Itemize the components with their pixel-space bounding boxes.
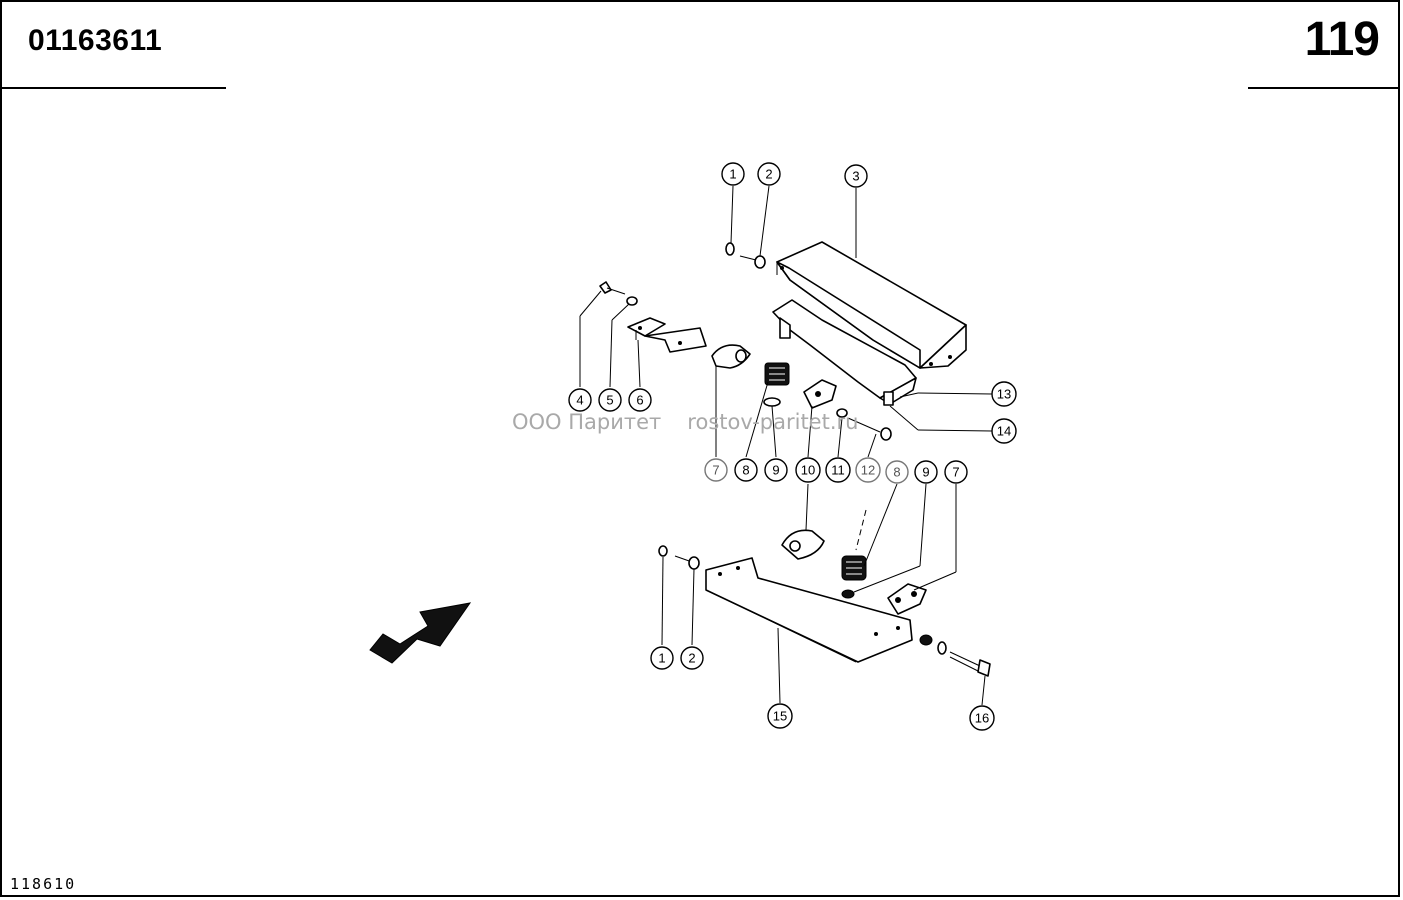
washer-part xyxy=(658,545,668,557)
svg-text:16: 16 xyxy=(975,711,989,726)
svg-text:9: 9 xyxy=(772,463,779,478)
watermark-site: rostov-paritet.ru xyxy=(687,410,859,434)
watermark: ООО Паритет rostov-paritet.ru xyxy=(512,410,884,434)
svg-text:5: 5 xyxy=(606,393,613,408)
part-number: 01163611 xyxy=(28,24,163,57)
svg-text:1: 1 xyxy=(729,167,736,182)
svg-text:3: 3 xyxy=(852,169,859,184)
svg-text:7: 7 xyxy=(712,463,719,478)
screw-part xyxy=(739,255,766,269)
bolt-part xyxy=(599,281,626,295)
callout-13: 13 xyxy=(991,381,1017,407)
clamp-part xyxy=(803,379,837,409)
drawing-reference: 118610 xyxy=(10,875,77,893)
washer-part xyxy=(836,408,848,418)
svg-text:12: 12 xyxy=(861,463,875,478)
callout-7-right: 7 xyxy=(944,460,968,484)
hinge-bracket-part xyxy=(627,317,707,353)
svg-text:7: 7 xyxy=(952,465,959,480)
bolt-part xyxy=(847,417,892,441)
callout-1-bottom: 1 xyxy=(650,646,674,670)
svg-text:1: 1 xyxy=(658,651,665,666)
callout-14: 14 xyxy=(991,418,1017,444)
callout-4: 4 xyxy=(568,388,592,412)
top-cover-part xyxy=(776,241,967,369)
callout-11: 11 xyxy=(825,457,851,483)
svg-text:4: 4 xyxy=(576,393,583,408)
svg-text:14: 14 xyxy=(997,424,1011,439)
callout-8-right: 8 xyxy=(885,460,909,484)
callout-10: 10 xyxy=(795,457,821,483)
washer-part xyxy=(937,641,947,655)
svg-text:6: 6 xyxy=(636,393,643,408)
callout-8-middle: 8 xyxy=(734,458,758,482)
callout-9-right: 9 xyxy=(914,460,938,484)
callout-15: 15 xyxy=(767,703,793,729)
svg-text:15: 15 xyxy=(773,709,787,724)
leader-lines xyxy=(579,185,993,706)
washer-part xyxy=(763,397,781,407)
nut-part xyxy=(919,634,933,646)
callout-5: 5 xyxy=(598,388,622,412)
svg-text:10: 10 xyxy=(801,463,815,478)
callout-9-middle: 9 xyxy=(764,458,788,482)
svg-text:13: 13 xyxy=(997,387,1011,402)
bolt-part xyxy=(949,651,991,677)
washer-part xyxy=(725,242,735,256)
page-number: 119 xyxy=(1304,13,1380,66)
svg-text:8: 8 xyxy=(742,463,749,478)
callout-3: 3 xyxy=(844,164,868,188)
clamp-part xyxy=(887,583,927,615)
clamp-part xyxy=(781,529,825,560)
callout-6: 6 xyxy=(628,388,652,412)
callout-16: 16 xyxy=(969,705,995,731)
clamp-part xyxy=(711,344,751,369)
svg-text:11: 11 xyxy=(831,463,845,478)
washer-part xyxy=(841,589,855,599)
callout-7-middle: 7 xyxy=(704,458,728,482)
watermark-company: ООО Паритет xyxy=(512,410,662,434)
svg-text:2: 2 xyxy=(688,651,695,666)
callout-2-bottom: 2 xyxy=(680,646,704,670)
svg-text:2: 2 xyxy=(765,167,772,182)
callout-2-top: 2 xyxy=(757,162,781,186)
washer-part xyxy=(626,296,638,306)
callout-12: 12 xyxy=(855,457,881,483)
pin-part xyxy=(883,391,919,406)
base-plate-part xyxy=(705,557,913,663)
svg-text:8: 8 xyxy=(893,465,900,480)
screw-part xyxy=(674,555,700,570)
rubber-buffer-part xyxy=(841,555,867,581)
svg-text:9: 9 xyxy=(922,465,929,480)
rubber-buffer-part xyxy=(764,362,790,386)
arrow-up-right-icon xyxy=(369,602,472,664)
callout-1-top: 1 xyxy=(721,162,745,186)
